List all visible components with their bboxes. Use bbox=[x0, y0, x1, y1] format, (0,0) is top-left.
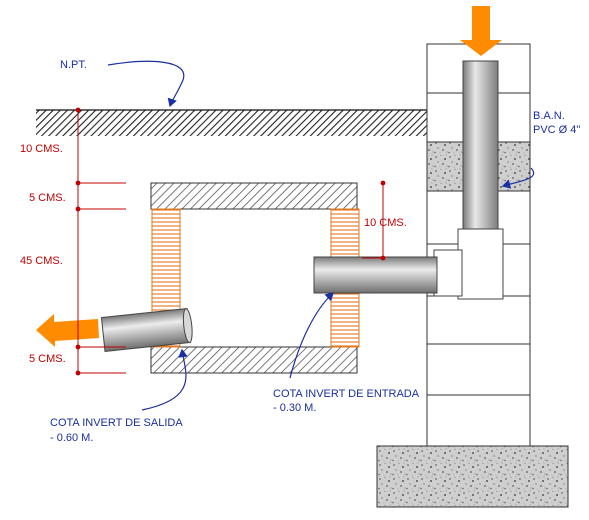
inlet-pipe bbox=[313, 256, 438, 294]
box-top-slab bbox=[150, 182, 358, 210]
concrete-footing bbox=[376, 445, 569, 508]
dim-5-cms-top: 5 CMS. bbox=[29, 192, 66, 204]
cota-salida-line1: COTA INVERT DE SALIDA bbox=[50, 417, 183, 429]
inflow-arrow bbox=[460, 6, 502, 56]
ban-label-line2: PVC Ø 4" bbox=[533, 124, 580, 136]
dim-10-cms: 10 CMS. bbox=[20, 143, 63, 155]
callout-lines bbox=[107, 60, 535, 411]
cota-entrada-line2: - 0.30 M. bbox=[273, 402, 316, 414]
dim-10-cms-inner: 10 CMS. bbox=[364, 217, 407, 229]
cota-salida-line2: - 0.60 M. bbox=[50, 432, 93, 444]
ground-level bbox=[36, 110, 428, 136]
ban-label-line1: B.A.N. bbox=[533, 110, 565, 122]
pipe-elbow bbox=[433, 228, 504, 300]
dim-5-cms-bottom: 5 CMS. bbox=[29, 353, 66, 365]
dimension-lines bbox=[77, 110, 384, 374]
outlet-pipe bbox=[100, 308, 193, 352]
dim-45-cms: 45 CMS. bbox=[20, 255, 63, 267]
outflow-arrow bbox=[36, 314, 99, 347]
cota-entrada-line1: COTA INVERT DE ENTRADA bbox=[273, 388, 420, 400]
npt-label: N.PT. bbox=[60, 59, 87, 71]
vertical-pipe bbox=[462, 60, 499, 237]
